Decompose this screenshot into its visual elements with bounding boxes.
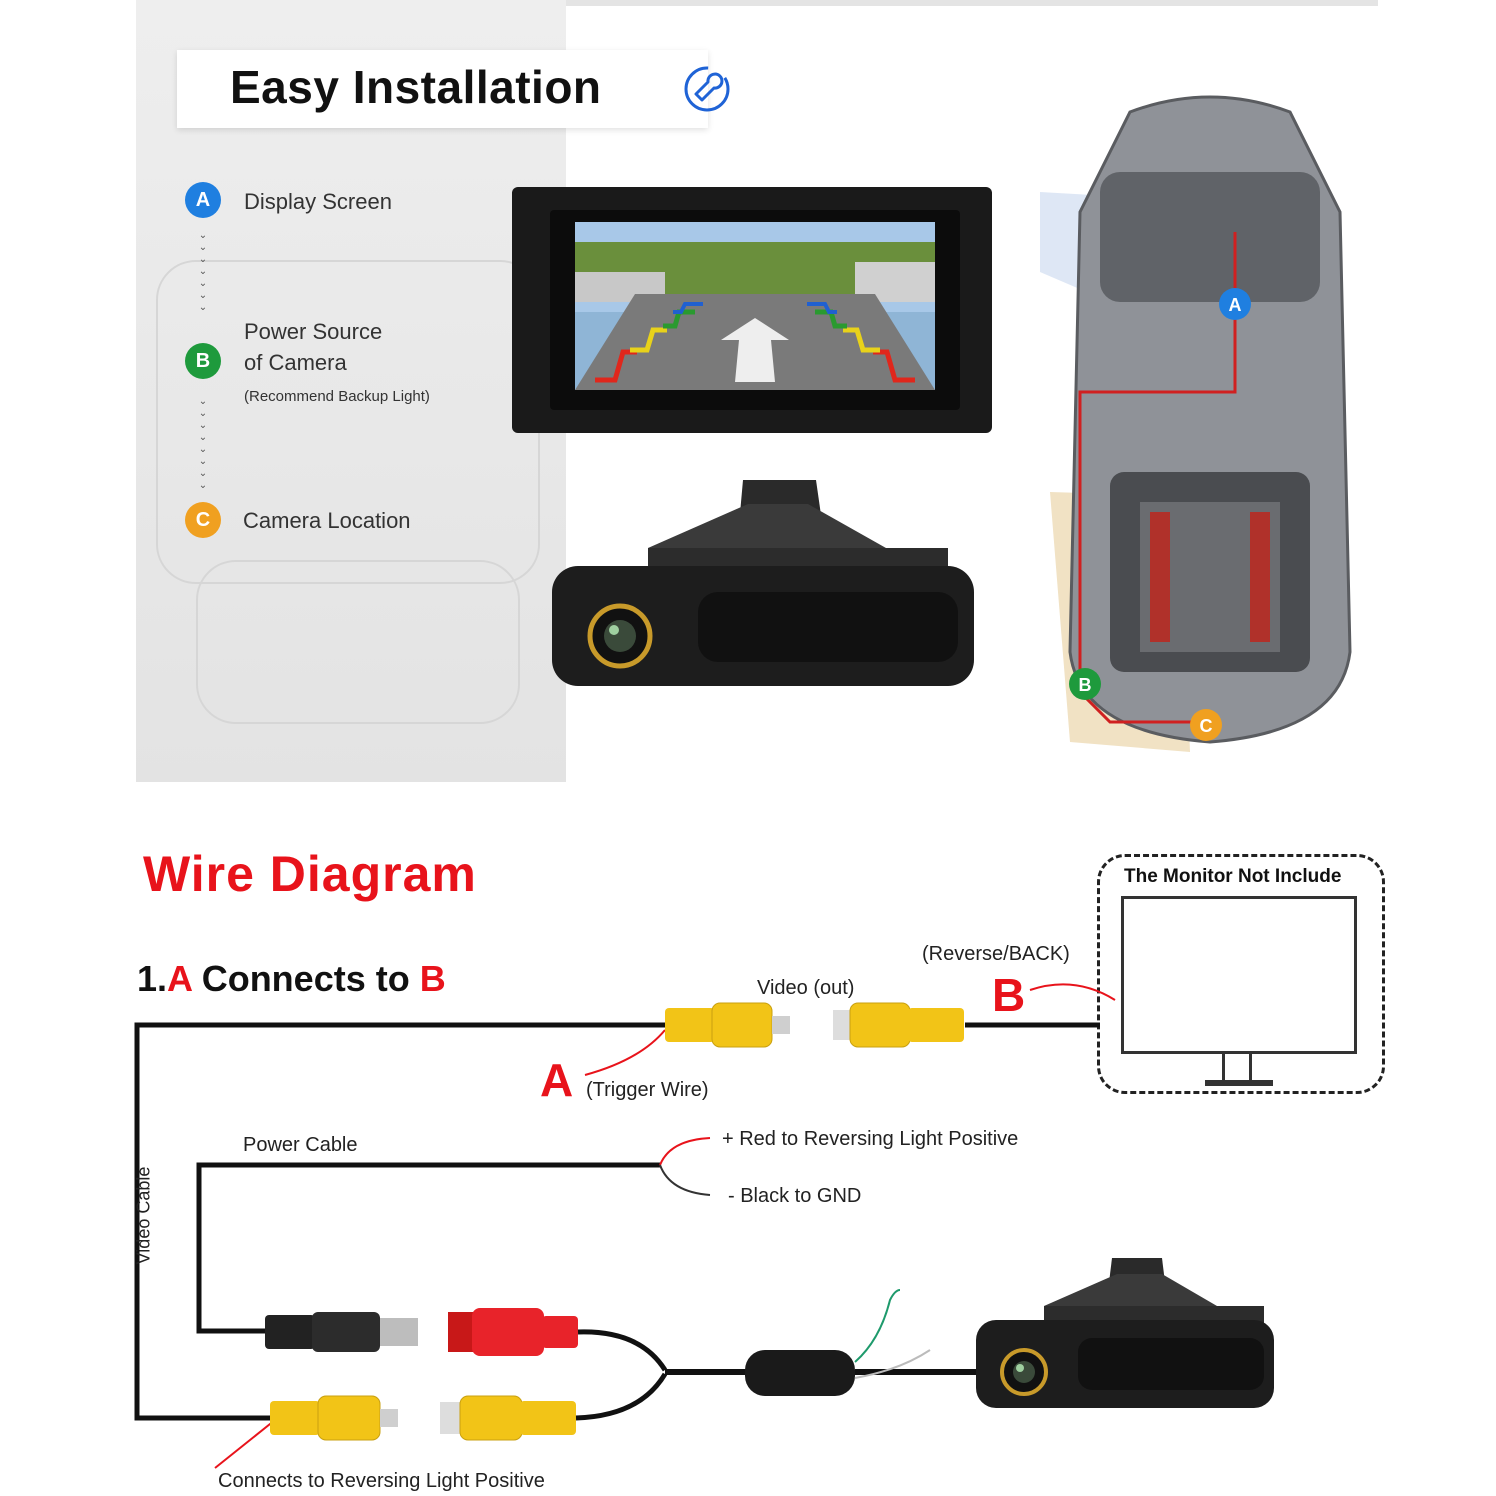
connects-heading: 1.A Connects to B [137, 958, 446, 1000]
monitor-base [1205, 1080, 1273, 1086]
faded-taillight-outline [196, 560, 520, 724]
car-marker-c: C [1200, 716, 1213, 736]
connects-from: A [167, 958, 192, 999]
chevron-down-icon: ⌄⌄⌄⌄⌄⌄⌄⌄ [198, 396, 208, 491]
wire-diagram-title: Wire Diagram [143, 846, 477, 902]
trunk-handle-camera [552, 480, 974, 686]
title-card [177, 50, 708, 128]
power-cable-label: Power Cable [243, 1134, 358, 1156]
step-a-label: Display Screen [244, 189, 392, 214]
step-b-label-line1: Power Source [244, 319, 383, 344]
car-top-view: A B C [1040, 95, 1352, 752]
monitor-icon [1121, 896, 1357, 1054]
video-cable-label: Video Cable [133, 1166, 154, 1265]
connects-middle: Connects to [191, 958, 420, 999]
step-b-label-line2: of Camera [244, 350, 347, 375]
step-c-label: Camera Location [243, 508, 411, 533]
black-wire-label: - Black to GND [728, 1185, 862, 1207]
a-marker-label: A [540, 1054, 574, 1106]
car-marker-a: A [1229, 295, 1242, 315]
rear-view-screen-image [575, 222, 935, 390]
step-a-badge: A [185, 182, 221, 218]
page-title: Easy Installation [230, 61, 602, 113]
monitor-stand [1222, 1054, 1252, 1080]
top-background-panel [136, 0, 566, 782]
bottom-connection-label: Connects to Reversing Light Positive [218, 1470, 545, 1492]
monitor-note: The Monitor Not Include [1124, 866, 1342, 887]
video-out-label: Video (out) [757, 977, 855, 999]
top-divider-line [566, 0, 1378, 6]
red-wire-label: + Red to Reversing Light Positive [722, 1128, 1019, 1150]
step-c-badge: C [185, 502, 221, 538]
reverse-back-label: (Reverse/BACK) [922, 943, 1070, 965]
step-b-badge: B [185, 343, 221, 379]
connects-prefix: 1. [137, 958, 168, 999]
connects-to: B [419, 958, 446, 999]
monitor-not-included-box [1097, 854, 1385, 1094]
trunk-handle-camera-bottom [976, 1258, 1274, 1408]
car-marker-b: B [1079, 675, 1092, 695]
chevron-down-icon: ⌄⌄⌄⌄⌄⌄⌄ [198, 230, 208, 313]
step-b-note: (Recommend Backup Light) [244, 388, 430, 405]
wrench-circle-icon [684, 66, 730, 112]
b-marker-label: B [992, 969, 1026, 1021]
trigger-wire-label: (Trigger Wire) [586, 1079, 709, 1101]
